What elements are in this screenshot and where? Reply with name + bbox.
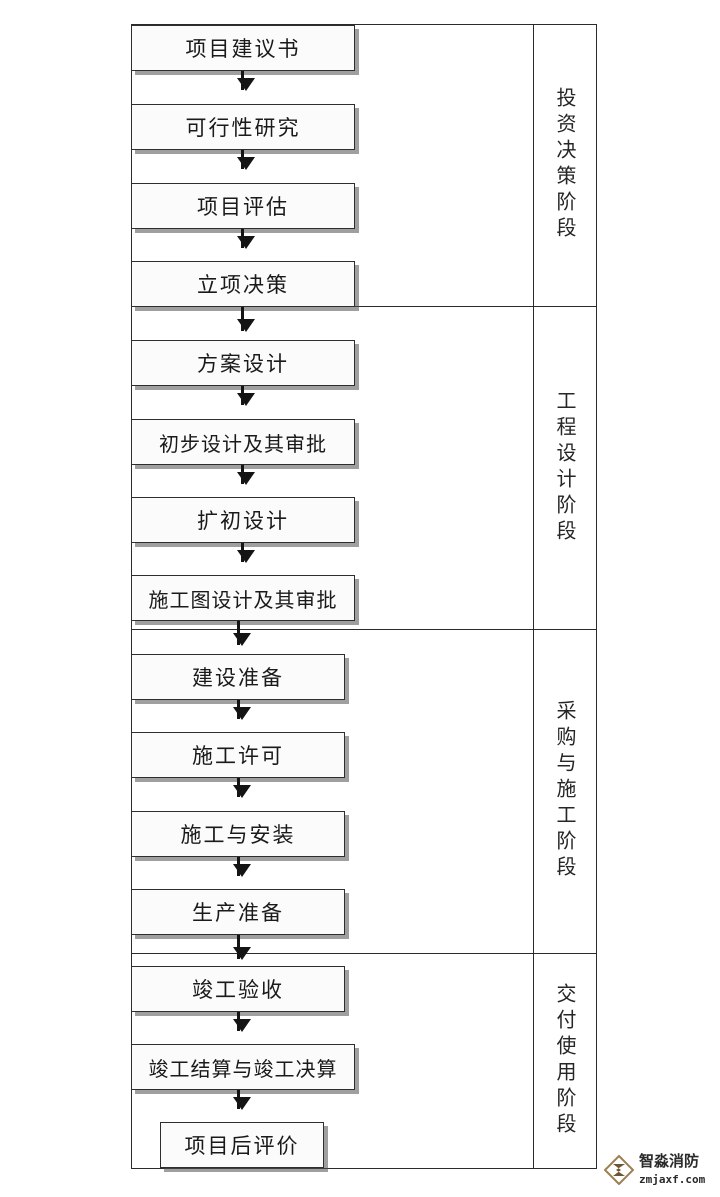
arrow-12-to-13 — [232, 935, 251, 960]
node-production-preparation[interactable]: 生产准备 — [131, 889, 345, 935]
stage-label-investment-decision: 投资决策阶段 — [533, 24, 597, 306]
node-label: 项目评估 — [197, 195, 289, 219]
arrow-5-to-6 — [236, 386, 255, 406]
arrow-8-to-9 — [232, 621, 251, 646]
arrow-10-to-11 — [232, 778, 251, 798]
node-label: 建设准备 — [192, 666, 284, 690]
watermark-brand: 智淼消防 — [639, 1152, 700, 1170]
arrow-2-to-3 — [236, 150, 255, 170]
stage-label-text: 投资决策阶段 — [553, 87, 577, 243]
node-construction-drawing-approval[interactable]: 施工图设计及其审批 — [131, 575, 355, 621]
node-label: 生产准备 — [192, 901, 284, 925]
arrow-1-to-2 — [236, 71, 255, 91]
stage-column-divider — [533, 24, 534, 1169]
node-project-proposal[interactable]: 项目建议书 — [131, 25, 355, 71]
stage-label-text: 交付使用阶段 — [553, 983, 577, 1139]
node-label: 扩初设计 — [197, 509, 289, 533]
node-label: 施工许可 — [192, 744, 284, 768]
watermark-text-group: 智淼消防 zmjaxf.com — [639, 1153, 705, 1187]
node-post-project-evaluation[interactable]: 项目后评价 — [160, 1122, 324, 1168]
arrow-13-to-14 — [232, 1012, 251, 1032]
arrow-9-to-10 — [232, 700, 251, 720]
stage-divider-2 — [131, 629, 597, 630]
node-completion-acceptance[interactable]: 竣工验收 — [131, 966, 345, 1012]
node-project-approval-decision[interactable]: 立项决策 — [131, 261, 355, 307]
node-construction-preparation[interactable]: 建设准备 — [131, 654, 345, 700]
brand-logo-icon — [604, 1154, 634, 1185]
node-label: 可行性研究 — [185, 116, 301, 140]
arrow-14-to-15 — [232, 1090, 251, 1110]
node-label: 立项决策 — [197, 273, 289, 297]
node-label: 方案设计 — [197, 352, 289, 376]
arrow-7-to-8 — [236, 543, 255, 563]
stage-label-engineering-design: 工程设计阶段 — [533, 306, 597, 629]
stage-divider-1 — [131, 306, 597, 307]
stage-label-procurement-construction: 采购与施工阶段 — [533, 629, 597, 953]
node-label: 竣工结算与竣工决算 — [148, 1056, 338, 1081]
node-label: 初步设计及其审批 — [159, 431, 327, 456]
node-project-evaluation[interactable]: 项目评估 — [131, 183, 355, 229]
stage-divider-3 — [131, 953, 597, 954]
node-label: 项目后评价 — [184, 1134, 300, 1158]
node-construction-and-installation[interactable]: 施工与安装 — [131, 811, 345, 857]
node-construction-permit[interactable]: 施工许可 — [131, 732, 345, 778]
watermark: 智淼消防 zmjaxf.com — [604, 1153, 705, 1187]
stage-label-text: 采购与施工阶段 — [553, 700, 577, 882]
arrow-4-to-5 — [236, 307, 255, 332]
node-preliminary-design-approval[interactable]: 初步设计及其审批 — [131, 419, 355, 465]
arrow-6-to-7 — [236, 465, 255, 485]
stage-label-text: 工程设计阶段 — [553, 389, 577, 546]
node-label: 施工与安装 — [180, 823, 296, 847]
node-label: 项目建议书 — [185, 37, 301, 61]
node-feasibility-study[interactable]: 可行性研究 — [131, 104, 355, 150]
arrow-11-to-12 — [232, 857, 251, 877]
stage-label-handover-usage: 交付使用阶段 — [533, 953, 597, 1169]
node-scheme-design[interactable]: 方案设计 — [131, 340, 355, 386]
node-extended-preliminary-design[interactable]: 扩初设计 — [131, 497, 355, 543]
arrow-3-to-4 — [236, 229, 255, 249]
watermark-url: zmjaxf.com — [639, 1172, 706, 1186]
node-final-settlement-and-accounts[interactable]: 竣工结算与竣工决算 — [131, 1044, 355, 1090]
node-label: 施工图设计及其审批 — [148, 587, 338, 612]
node-label: 竣工验收 — [192, 978, 284, 1002]
